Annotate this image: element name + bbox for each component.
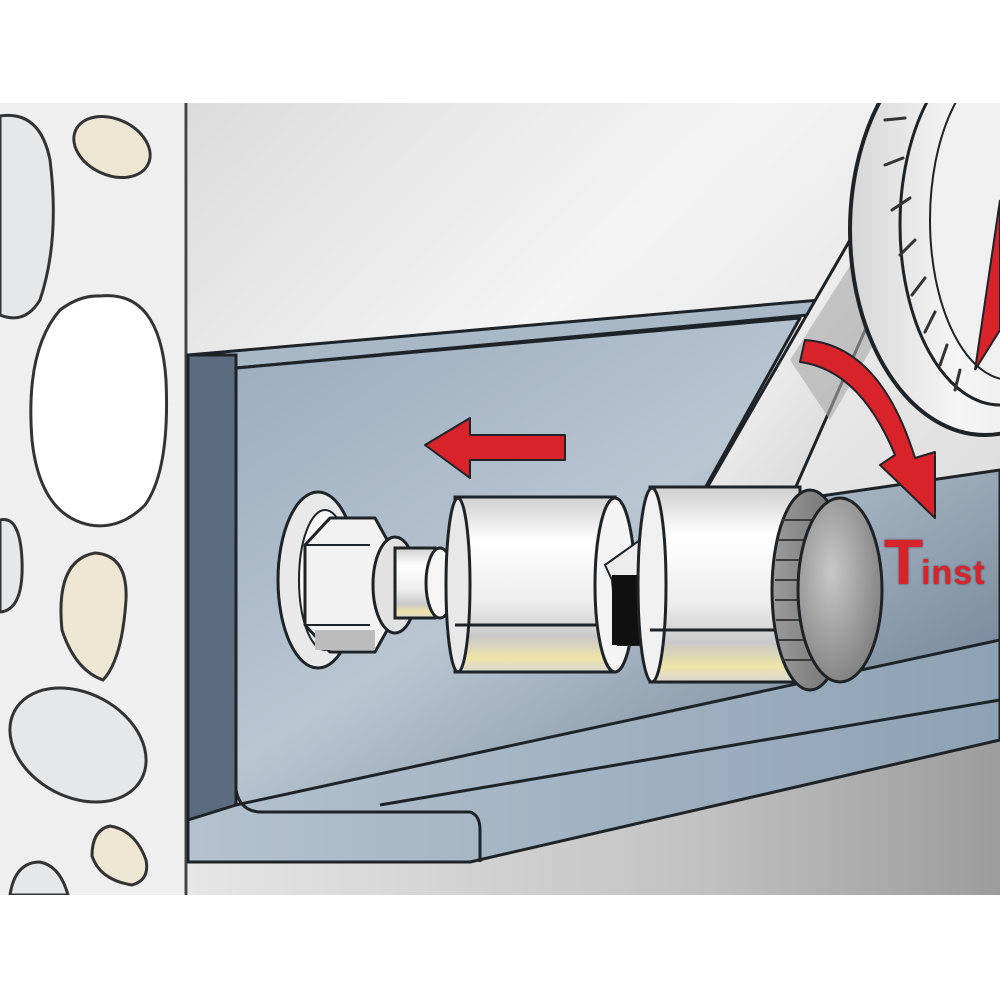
aggregate-stone bbox=[72, 115, 152, 179]
aggregate-stone bbox=[8, 860, 70, 895]
installation-torque-label: Tinst bbox=[884, 530, 986, 594]
torque-wrench bbox=[698, 103, 1000, 502]
anchor-bolt-assembly bbox=[276, 485, 884, 692]
aggregate-stone bbox=[0, 518, 24, 614]
aggregate-stone bbox=[59, 551, 128, 682]
concrete-wall-section bbox=[0, 103, 188, 895]
pull-direction-arrow bbox=[424, 417, 566, 479]
aggregate-stone bbox=[0, 113, 55, 320]
dial-pointer-icon bbox=[974, 199, 1000, 371]
socket-end-cap bbox=[796, 496, 884, 684]
dial-tick-marks bbox=[883, 116, 962, 392]
socket-adapter bbox=[453, 495, 617, 674]
rotation-arrow bbox=[799, 339, 936, 519]
aggregate-stone bbox=[29, 294, 169, 528]
torque-symbol: T bbox=[884, 526, 924, 598]
aggregate-stone bbox=[8, 686, 148, 804]
torque-subscript: inst bbox=[921, 554, 986, 592]
aggregate-stone bbox=[90, 824, 149, 887]
anchor-installation-illustration: Tinst bbox=[0, 103, 1000, 895]
